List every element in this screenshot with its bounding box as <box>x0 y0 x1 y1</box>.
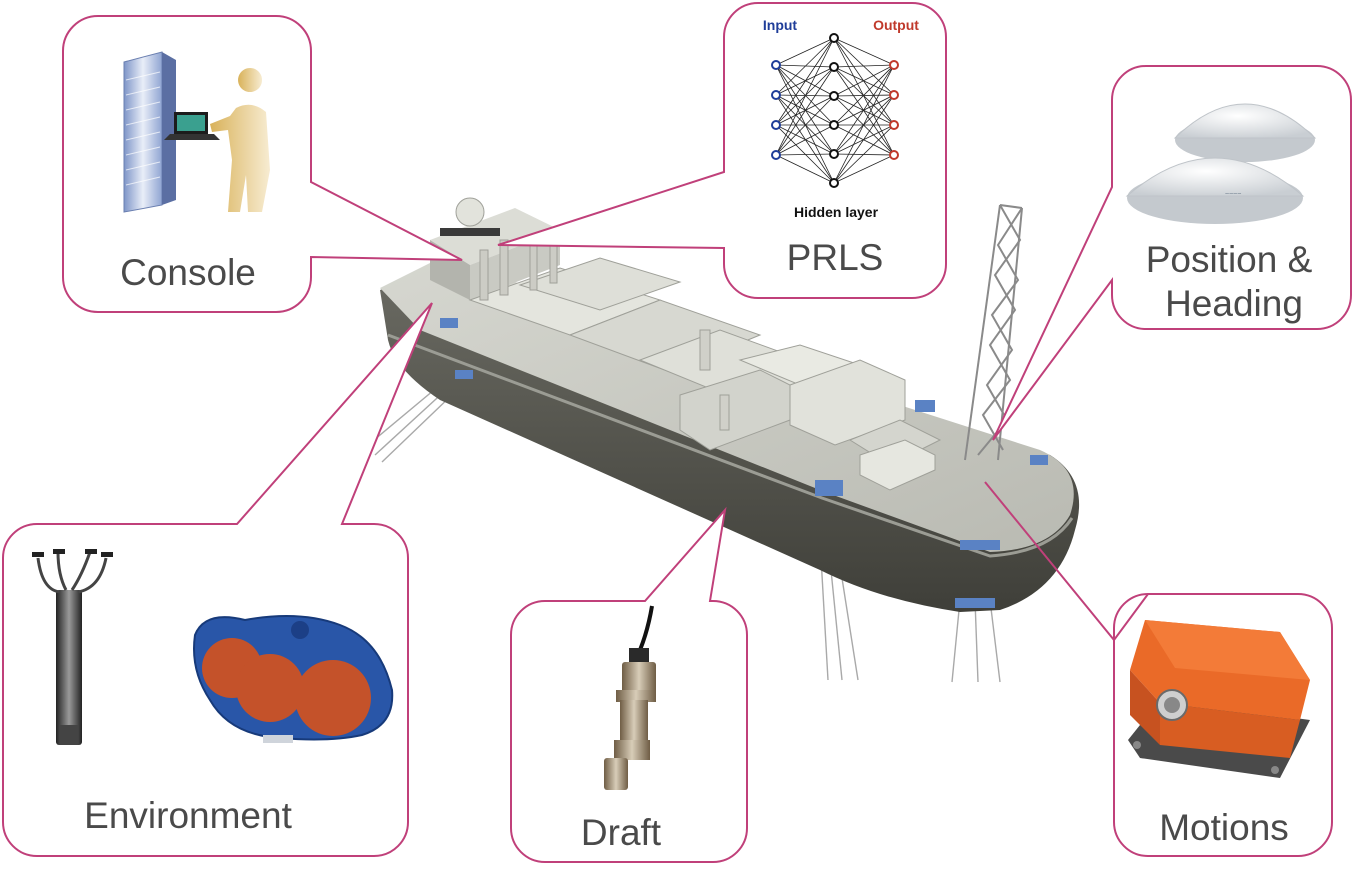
nn-edge <box>833 64 895 155</box>
nn-edge <box>833 95 895 126</box>
nn-edge <box>833 94 895 184</box>
nn-edge <box>775 124 835 156</box>
nn-input-node <box>771 150 781 160</box>
nn-edge <box>833 64 895 97</box>
nn-input-label: Input <box>763 17 798 33</box>
pressure-sensor-image <box>604 605 656 790</box>
prls-label: PRLS <box>787 237 884 278</box>
environment-callout <box>1 302 433 857</box>
position-label-line1: Position & <box>1146 239 1313 280</box>
nn-hidden-layer-label: Hidden layer <box>794 204 879 220</box>
nn-edge <box>775 94 835 184</box>
anemometer-image <box>32 549 113 745</box>
nn-output-node <box>889 90 899 100</box>
nn-input-node <box>771 60 781 70</box>
nn-edge <box>775 124 835 155</box>
nn-edge <box>775 64 835 97</box>
draft-label: Draft <box>581 812 662 853</box>
fairlead-details <box>440 318 1048 608</box>
motion-sensor-image <box>1128 620 1310 778</box>
nn-edge <box>833 37 895 126</box>
prls-callout <box>497 1 947 299</box>
nn-edge <box>833 64 895 126</box>
nn-edge <box>775 153 835 156</box>
nn-hidden-node <box>829 178 839 188</box>
motions-label: Motions <box>1159 807 1289 848</box>
nn-edge <box>833 37 895 66</box>
nn-edge <box>775 154 835 184</box>
nn-edge <box>833 124 895 184</box>
nn-edge <box>833 66 895 96</box>
fpso-ship <box>367 197 1080 683</box>
nn-output-node <box>889 120 899 130</box>
nn-edge <box>775 94 835 126</box>
nn-input-node <box>771 90 781 100</box>
nn-hidden-node <box>829 62 839 72</box>
nn-output-node <box>889 60 899 70</box>
nn-edge <box>775 37 835 156</box>
nn-edge <box>775 37 835 66</box>
flare-tower <box>964 204 1023 461</box>
nn-edge <box>833 66 895 126</box>
server-rack-operator-image <box>123 51 270 213</box>
nn-hidden-node <box>829 120 839 130</box>
nn-edge <box>775 95 835 156</box>
nn-hidden-node <box>829 33 839 43</box>
nn-edge <box>833 124 895 156</box>
nn-output-label: Output <box>873 17 919 33</box>
nn-edge <box>775 94 835 155</box>
nn-hidden-node <box>829 91 839 101</box>
nn-edge <box>833 95 895 156</box>
gps-antenna-image: ~~~~ <box>1125 103 1317 224</box>
position-label-line2: Heading <box>1165 283 1303 324</box>
nn-edge <box>775 64 835 126</box>
wave-radar-sensor-image <box>193 615 394 743</box>
nn-edge <box>833 154 895 184</box>
nn-edge <box>833 66 895 156</box>
nn-edge <box>833 64 895 184</box>
nn-hidden-node <box>829 149 839 159</box>
nn-input-node <box>771 120 781 130</box>
console-label: Console <box>120 252 256 293</box>
environment-label: Environment <box>84 795 292 836</box>
svg-text:~~~~: ~~~~ <box>1225 191 1241 198</box>
neural-network-image: Input Output Hidden layer <box>763 17 919 220</box>
nn-edge <box>775 37 835 126</box>
nn-output-node <box>889 150 899 160</box>
process-modules <box>468 237 942 491</box>
nn-edge <box>775 64 835 155</box>
nn-edge <box>775 66 835 156</box>
nn-edge <box>833 64 895 68</box>
nn-edge <box>775 37 835 96</box>
